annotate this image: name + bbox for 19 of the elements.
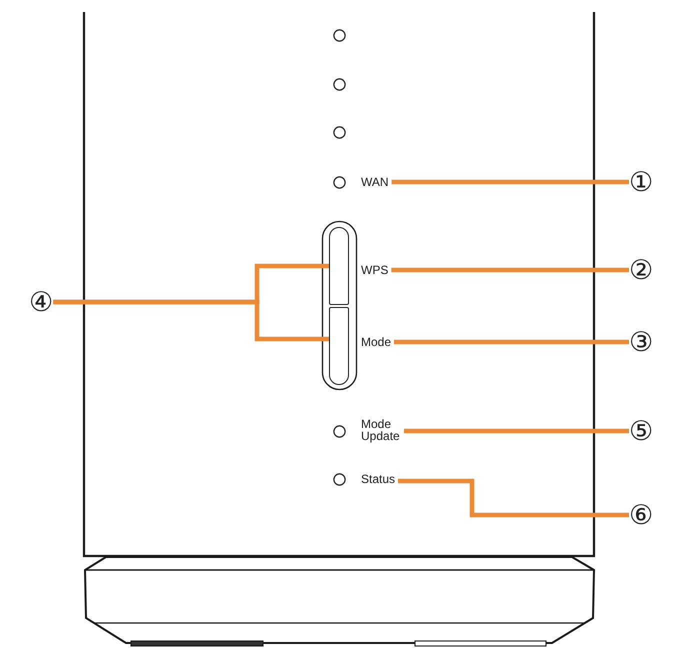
- push-button: [329, 227, 349, 305]
- part-label: WPS: [361, 264, 392, 276]
- leader-line: [398, 478, 629, 518]
- callout-number: ①: [629, 168, 654, 196]
- leader-line: [392, 180, 629, 184]
- leader-line: [394, 340, 629, 344]
- callout-number: ⑤: [629, 418, 654, 444]
- leader-line: [391, 268, 629, 272]
- callout-number: ⑥: [629, 502, 654, 528]
- part-label: Status: [361, 473, 398, 485]
- part-label: WAN: [361, 176, 392, 188]
- callout-number: ③: [629, 328, 654, 356]
- leader-line: [53, 300, 329, 342]
- callout-number: ④: [29, 288, 54, 316]
- part-label: Mode: [361, 336, 394, 348]
- leader-line: [404, 428, 629, 434]
- callout-number: ②: [629, 256, 654, 284]
- push-button: [329, 307, 349, 385]
- part-label: Mode Update: [361, 418, 404, 442]
